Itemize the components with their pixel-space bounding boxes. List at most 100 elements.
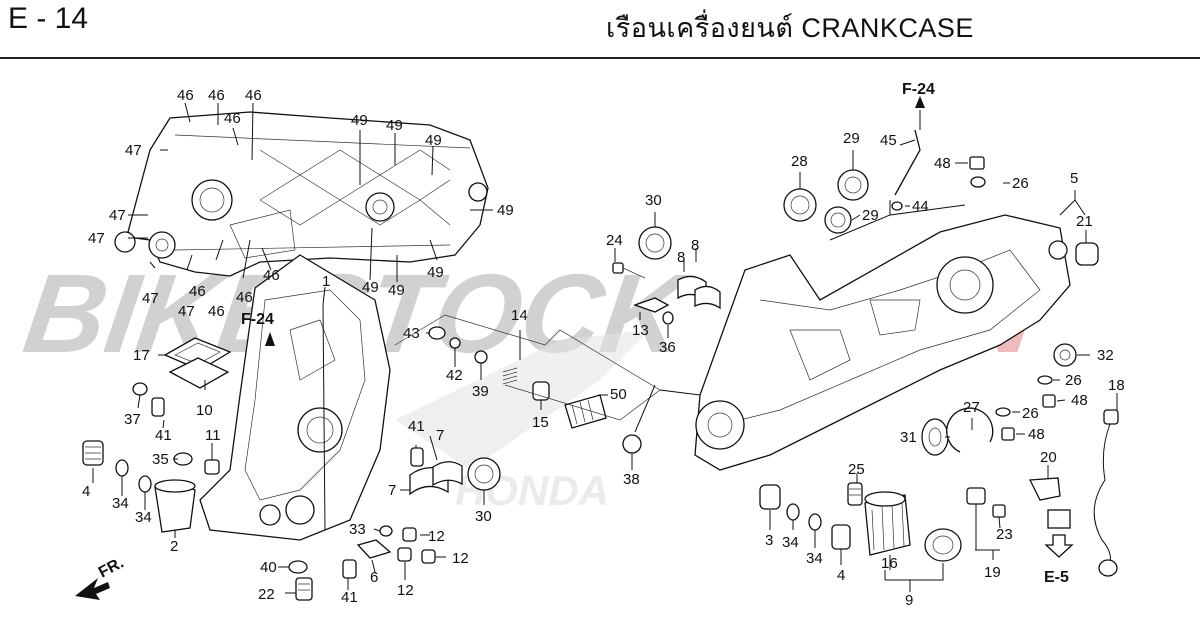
front-arrow-icon: [75, 578, 110, 600]
bearing-28: [783, 188, 817, 222]
callout: 36: [659, 339, 676, 356]
callout: 35: [152, 451, 169, 468]
ref-f24-left: F-24: [241, 311, 274, 328]
callout: 5: [1070, 170, 1078, 187]
callout: 48: [1028, 426, 1045, 443]
callout: 39: [472, 383, 489, 400]
callout: 8: [691, 237, 699, 254]
callout: 47: [142, 290, 159, 307]
collars-12: [397, 527, 436, 564]
callout: 14: [511, 307, 528, 324]
collar-3: [759, 484, 781, 510]
clip-13: [633, 297, 670, 313]
callout: 31: [900, 429, 917, 446]
seal-32: [1053, 343, 1077, 367]
callout: 29: [862, 207, 879, 224]
leader-lines: [92, 102, 1118, 594]
mount-bushing-21: [1075, 242, 1099, 266]
callout: 30: [475, 508, 492, 525]
callout: 47: [125, 142, 142, 159]
callout: 46: [189, 283, 206, 300]
callout: 29: [843, 130, 860, 147]
callout: 49: [388, 282, 405, 299]
gasket-6: [356, 539, 392, 559]
oil-filter-cap-2: [154, 479, 196, 533]
callout: 48: [1071, 392, 1088, 409]
page-code: E - 14: [8, 2, 89, 35]
dowel-pin-41b: [410, 447, 424, 467]
callout: 32: [1097, 347, 1114, 364]
callout: 46: [208, 303, 225, 320]
bearing-30a: [638, 226, 672, 260]
callout: 26: [1022, 405, 1039, 422]
callout: 26: [1012, 175, 1029, 192]
filter-cap-9: [924, 528, 962, 562]
oil-filter-16: [864, 491, 911, 556]
callout: 27: [963, 399, 980, 416]
callout: 34: [135, 509, 152, 526]
callout: 41: [408, 418, 425, 435]
drain-bolt-22: [295, 577, 313, 601]
o-ring-43: [428, 326, 446, 340]
arrow-f24-left: [265, 332, 275, 346]
bolt-48a: [969, 156, 986, 188]
ref-e5: E-5: [1044, 569, 1069, 586]
callout: 22: [258, 586, 275, 603]
sensor-19: [966, 487, 986, 505]
callout: 47: [178, 303, 195, 320]
dowel-pin-41c: [342, 559, 357, 579]
bearing-half-7: [409, 461, 463, 496]
drain-bolt-4b: [831, 524, 851, 550]
washer-26c: [995, 407, 1011, 417]
callout: 46: [245, 87, 262, 104]
callout: 46: [263, 267, 280, 284]
o-ring-33: [379, 525, 393, 537]
callout: 3: [765, 532, 773, 549]
callout: 24: [606, 232, 623, 249]
bolt-23: [992, 504, 1006, 518]
bearing-29b: [824, 206, 852, 234]
callout: 12: [428, 528, 445, 545]
washer-34b: [138, 475, 152, 493]
callout: 13: [632, 322, 649, 339]
callout: 9: [905, 592, 913, 609]
stud-25: [847, 482, 863, 506]
callout: 34: [112, 495, 129, 512]
assembly-outline-14: [394, 314, 661, 421]
callout-numbers: 47 46 46 46 46 49 49 49 47 47 49 47 46 4…: [82, 87, 1125, 609]
callout: 28: [791, 153, 808, 170]
callout: 50: [610, 386, 627, 403]
callout: 12: [452, 550, 469, 567]
bearing-halves-8: [677, 275, 721, 310]
callout: 46: [236, 289, 253, 306]
washer-34a: [115, 459, 129, 477]
callout: 4: [82, 483, 90, 500]
callout: 41: [341, 589, 358, 606]
callout: 48: [934, 155, 951, 172]
callout: 43: [403, 325, 420, 342]
callout: 20: [1040, 449, 1057, 466]
callout: 12: [397, 582, 414, 599]
oil-strainer-17-10: [163, 337, 232, 389]
plug-11: [204, 459, 220, 475]
ref-fr: FR.: [96, 554, 127, 581]
breather-hose-45: [894, 129, 921, 196]
o-ring-42: [449, 337, 461, 349]
callout: 49: [497, 202, 514, 219]
bracket-20: [1028, 477, 1074, 558]
callout: 49: [386, 117, 403, 134]
washer-26b: [1037, 375, 1053, 385]
callout: 46: [224, 110, 241, 127]
callout: 8: [677, 249, 685, 266]
callout: 37: [124, 411, 141, 428]
callout: 40: [260, 559, 277, 576]
crankcase-right-half: [694, 214, 1071, 471]
callout: 6: [370, 569, 378, 586]
callout: 19: [984, 564, 1001, 581]
callout: 44: [912, 198, 929, 215]
callout: 7: [436, 427, 444, 444]
callout: 49: [351, 112, 368, 129]
callout: 2: [170, 538, 178, 555]
callout: 21: [1076, 213, 1093, 230]
